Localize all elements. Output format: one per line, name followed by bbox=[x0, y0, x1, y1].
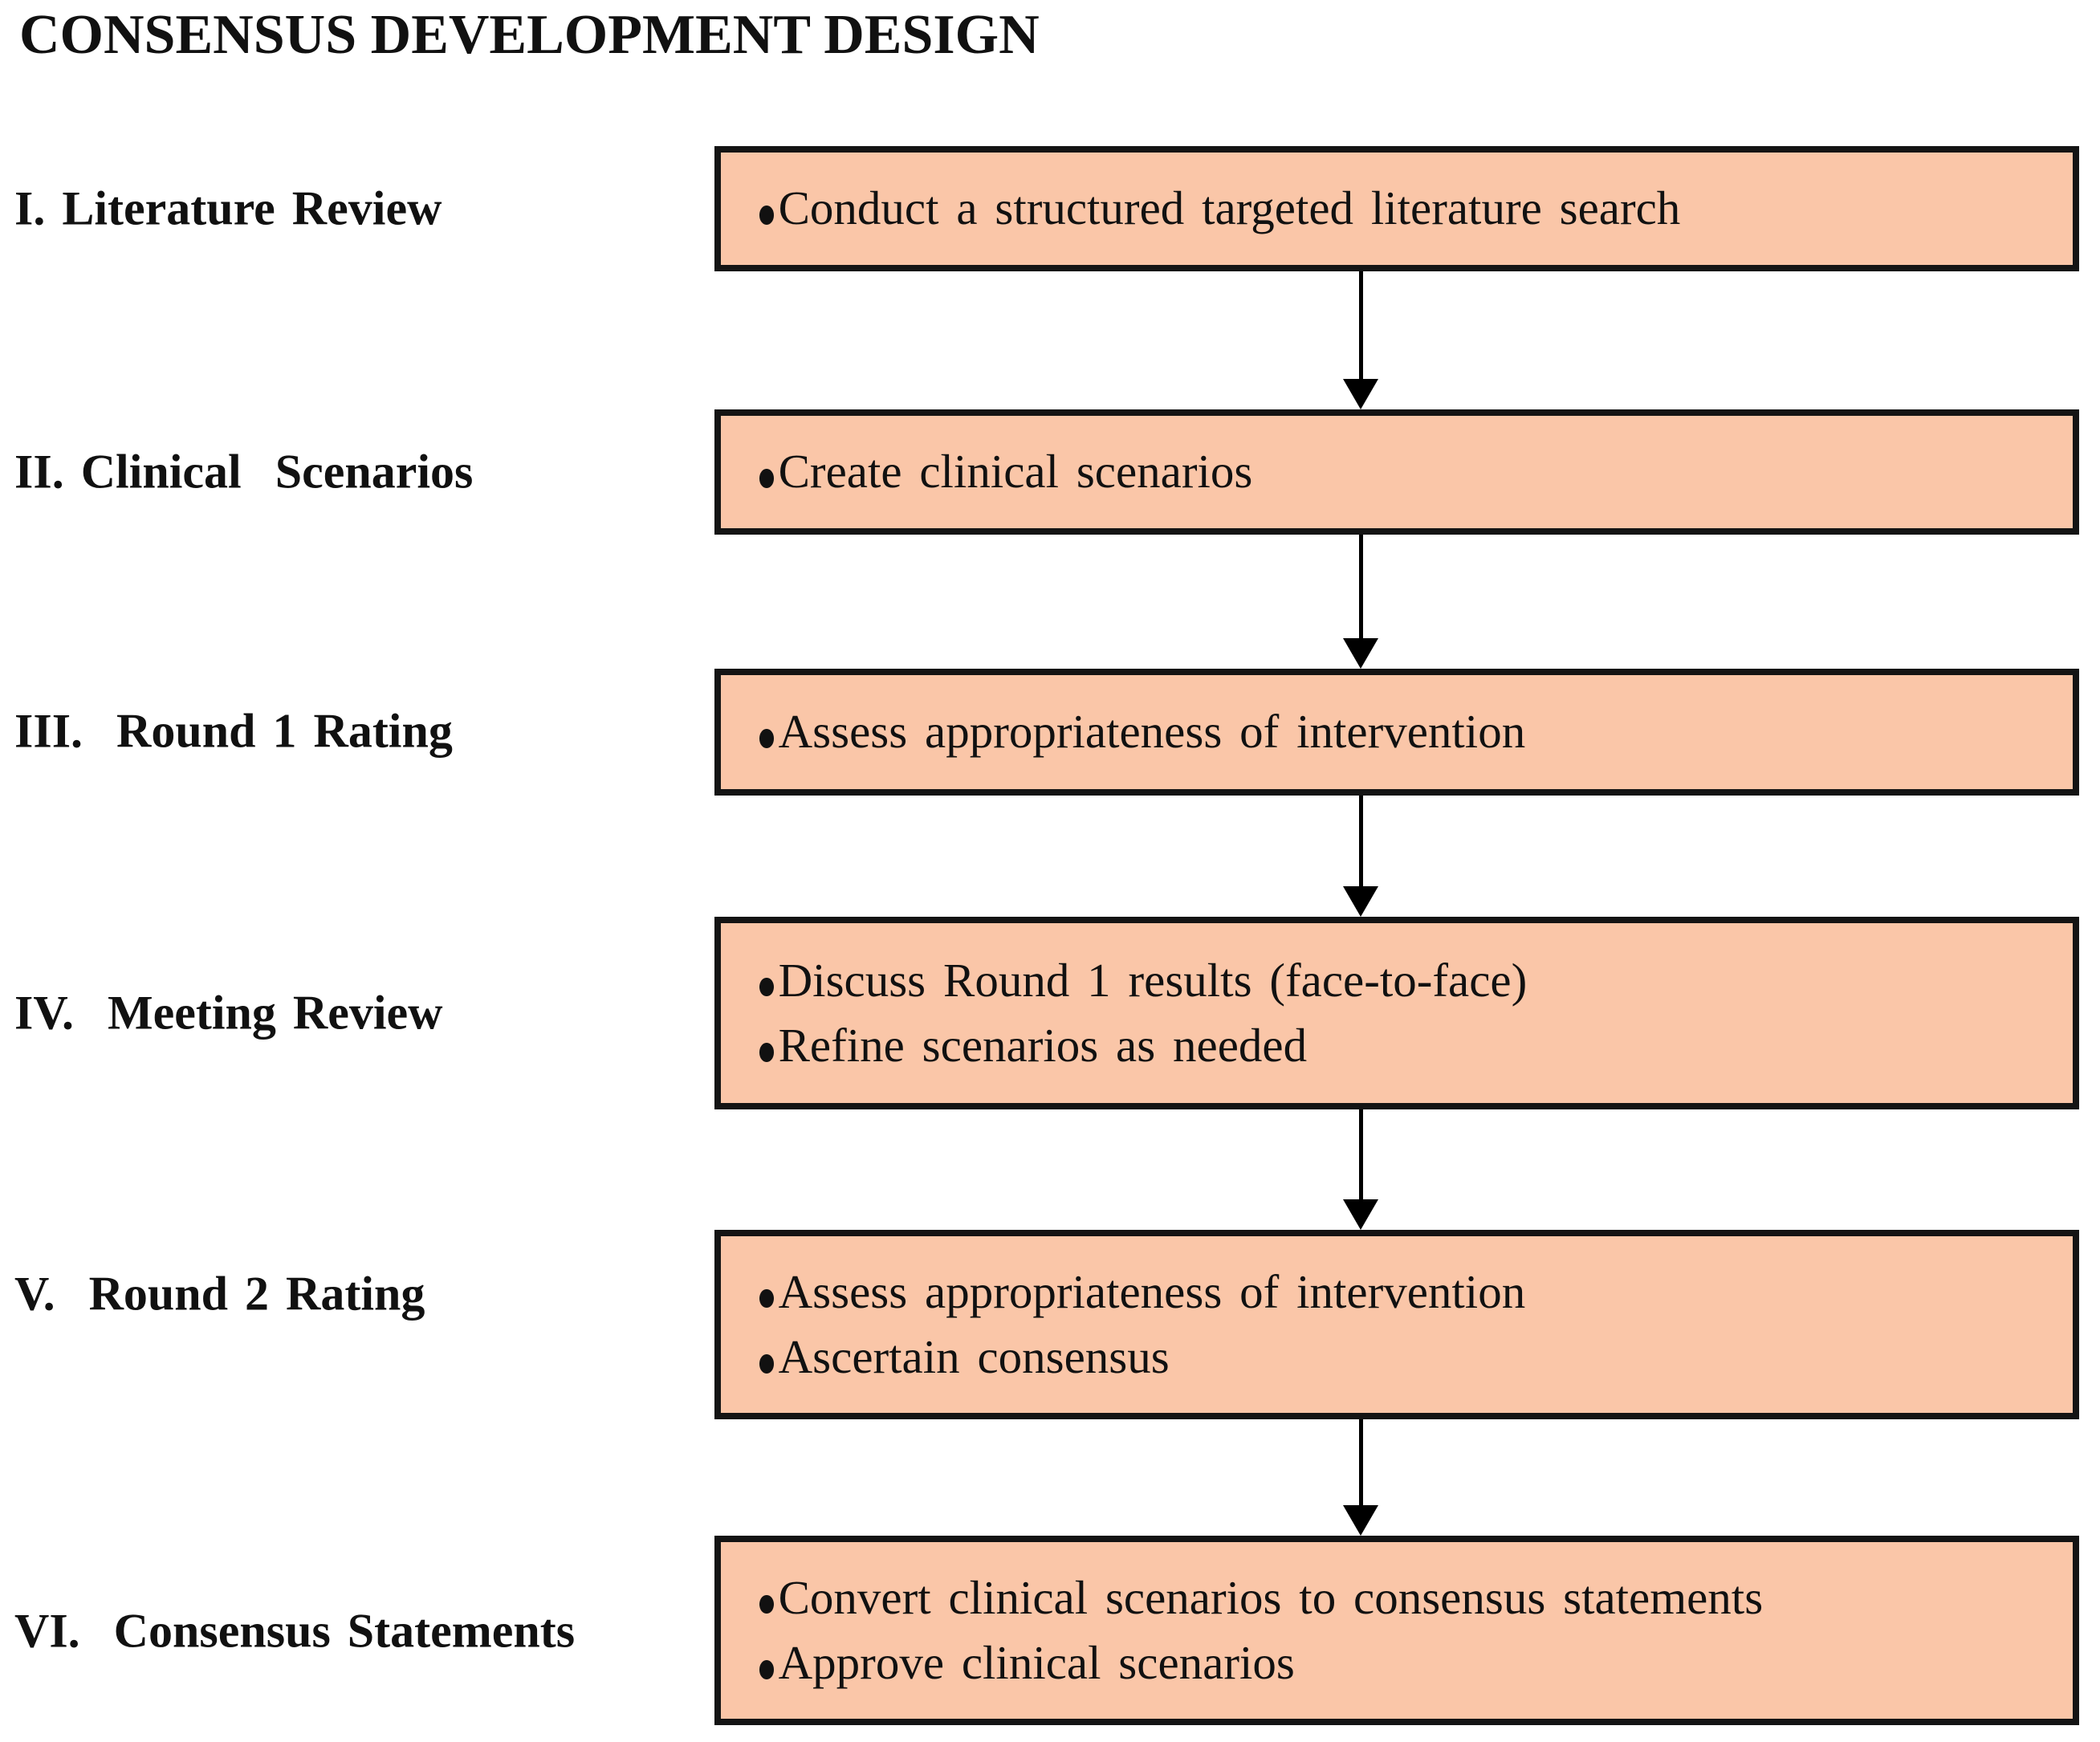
bullet-icon bbox=[759, 1042, 774, 1062]
stage-label-literature-review: I. Literature Review bbox=[14, 181, 442, 235]
bullet-item: Create clinical scenarios bbox=[759, 439, 2057, 504]
bullet-item: Discuss Round 1 results (face-to-face) bbox=[759, 948, 2057, 1013]
flow-arrow-5 bbox=[1343, 1419, 1378, 1536]
arrow-down-icon bbox=[1343, 638, 1378, 669]
stage-box-meeting-review: Discuss Round 1 results (face-to-face) R… bbox=[714, 917, 2079, 1109]
stage-label-consensus-statements: VI. Consensus Statements bbox=[14, 1604, 576, 1658]
bullet-text: Approve clinical scenarios bbox=[778, 1636, 1295, 1689]
bullet-text: Ascertain consensus bbox=[778, 1330, 1170, 1383]
arrow-line bbox=[1358, 535, 1363, 638]
stage-label-round-1-rating: III. Round 1 Rating bbox=[14, 704, 453, 758]
bullet-icon bbox=[759, 1353, 774, 1374]
arrow-down-icon bbox=[1343, 886, 1378, 917]
flow-arrow-2 bbox=[1343, 535, 1378, 669]
bullet-item: Assess appropriateness of intervention bbox=[759, 699, 2057, 764]
bullet-icon bbox=[759, 729, 774, 748]
arrow-line bbox=[1358, 1419, 1363, 1505]
bullet-text: Assess appropriateness of intervention bbox=[778, 1264, 1526, 1318]
arrow-down-icon bbox=[1343, 379, 1378, 409]
bullet-icon bbox=[759, 1594, 774, 1614]
bullet-icon bbox=[759, 977, 774, 997]
bullet-text: Discuss Round 1 results (face-to-face) bbox=[778, 953, 1528, 1007]
flow-arrow-1 bbox=[1343, 271, 1378, 409]
stage-box-round-1-rating: Assess appropriateness of intervention bbox=[714, 669, 2079, 796]
bullet-item: Refine scenarios as needed bbox=[759, 1013, 2057, 1078]
stage-box-literature-review: Conduct a structured targeted literature… bbox=[714, 146, 2079, 271]
stage-box-consensus-statements: Convert clinical scenarios to consensus … bbox=[714, 1536, 2079, 1725]
diagram-title: CONSENSUS DEVELOPMENT DESIGN bbox=[19, 4, 1040, 66]
stage-label-round-2-rating: V. Round 2 Rating bbox=[14, 1267, 425, 1321]
arrow-line bbox=[1358, 271, 1363, 379]
bullet-text: Create clinical scenarios bbox=[778, 445, 1253, 499]
bullet-text: Refine scenarios as needed bbox=[778, 1019, 1308, 1072]
flow-arrow-4 bbox=[1343, 1109, 1378, 1230]
bullet-item: Ascertain consensus bbox=[759, 1325, 2057, 1390]
stage-label-meeting-review: IV. Meeting Review bbox=[14, 986, 443, 1040]
bullet-icon bbox=[759, 206, 774, 225]
flow-arrow-3 bbox=[1343, 796, 1378, 917]
bullet-text: Conduct a structured targeted literature… bbox=[778, 181, 1681, 235]
arrow-line bbox=[1358, 796, 1363, 886]
bullet-item: Convert clinical scenarios to consensus … bbox=[759, 1565, 2057, 1630]
bullet-text: Convert clinical scenarios to consensus … bbox=[778, 1570, 1764, 1624]
stage-label-clinical-scenarios: II. Clinical Scenarios bbox=[14, 445, 474, 499]
bullet-icon bbox=[759, 469, 774, 488]
bullet-item: Conduct a structured targeted literature… bbox=[759, 176, 2057, 241]
arrow-down-icon bbox=[1343, 1505, 1378, 1536]
stage-box-clinical-scenarios: Create clinical scenarios bbox=[714, 409, 2079, 535]
arrow-down-icon bbox=[1343, 1199, 1378, 1230]
stage-box-round-2-rating: Assess appropriateness of intervention A… bbox=[714, 1230, 2079, 1419]
bullet-item: Approve clinical scenarios bbox=[759, 1630, 2057, 1695]
bullet-icon bbox=[759, 1659, 774, 1679]
bullet-text: Assess appropriateness of intervention bbox=[778, 705, 1526, 759]
bullet-item: Assess appropriateness of intervention bbox=[759, 1260, 2057, 1325]
arrow-line bbox=[1358, 1109, 1363, 1199]
bullet-icon bbox=[759, 1288, 774, 1309]
